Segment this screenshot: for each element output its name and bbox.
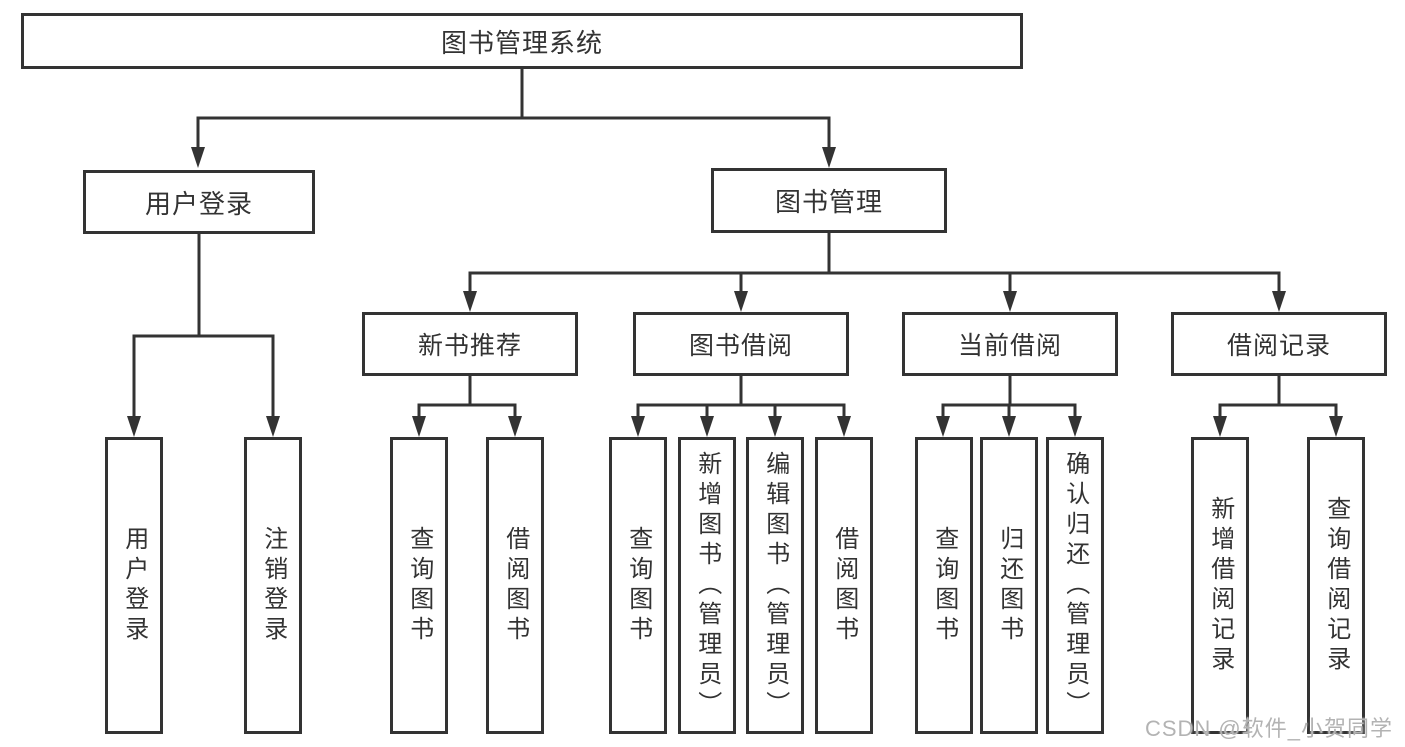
connector-current-to-leaves bbox=[941, 374, 1077, 422]
node-leaf-query-book-current: 查询图书 bbox=[915, 437, 973, 734]
arrowheads-level2 bbox=[191, 147, 836, 168]
connector-root-to-level2 bbox=[196, 67, 831, 152]
node-leaf-borrow-book-recommend: 借阅图书 bbox=[486, 437, 544, 734]
node-leaf-query-book-borrowing: 查询图书 bbox=[609, 437, 667, 734]
node-leaf-borrow-book-borrowing: 借阅图书 bbox=[815, 437, 873, 734]
arrowheads-level3 bbox=[463, 291, 1286, 312]
csdn-watermark: CSDN @软件_小贺同学 bbox=[1144, 716, 1393, 741]
connector-borrowing-to-leaves bbox=[636, 374, 846, 422]
node-leaf-edit-book-admin: 编辑图书（管理员） bbox=[746, 437, 804, 734]
node-leaf-confirm-return-admin: 确认归还（管理员） bbox=[1046, 437, 1104, 734]
node-leaf-add-borrow-record: 新增借阅记录 bbox=[1191, 437, 1249, 734]
node-new-book-recommend: 新书推荐 bbox=[362, 312, 578, 376]
connector-user-login-to-leaves bbox=[132, 232, 275, 422]
node-book-management: 图书管理 bbox=[711, 168, 947, 233]
node-leaf-query-borrow-record: 查询借阅记录 bbox=[1307, 437, 1365, 734]
node-borrowing-records: 借阅记录 bbox=[1171, 312, 1387, 376]
node-leaf-return-book: 归还图书 bbox=[980, 437, 1038, 734]
node-leaf-add-book-admin: 新增图书（管理员） bbox=[678, 437, 736, 734]
arrowheads-leaves bbox=[127, 416, 1343, 437]
node-book-borrowing: 图书借阅 bbox=[633, 312, 849, 376]
node-current-borrowing: 当前借阅 bbox=[902, 312, 1118, 376]
node-user-login: 用户登录 bbox=[83, 170, 315, 234]
node-root-library-system: 图书管理系统 bbox=[21, 13, 1023, 69]
connector-book-management-to-level3 bbox=[468, 231, 1281, 296]
connector-recommend-to-leaves bbox=[417, 374, 517, 422]
node-leaf-logout: 注销登录 bbox=[244, 437, 302, 734]
connector-records-to-leaves bbox=[1218, 374, 1338, 422]
node-leaf-user-login: 用户登录 bbox=[105, 437, 163, 734]
node-leaf-query-book-recommend: 查询图书 bbox=[390, 437, 448, 734]
